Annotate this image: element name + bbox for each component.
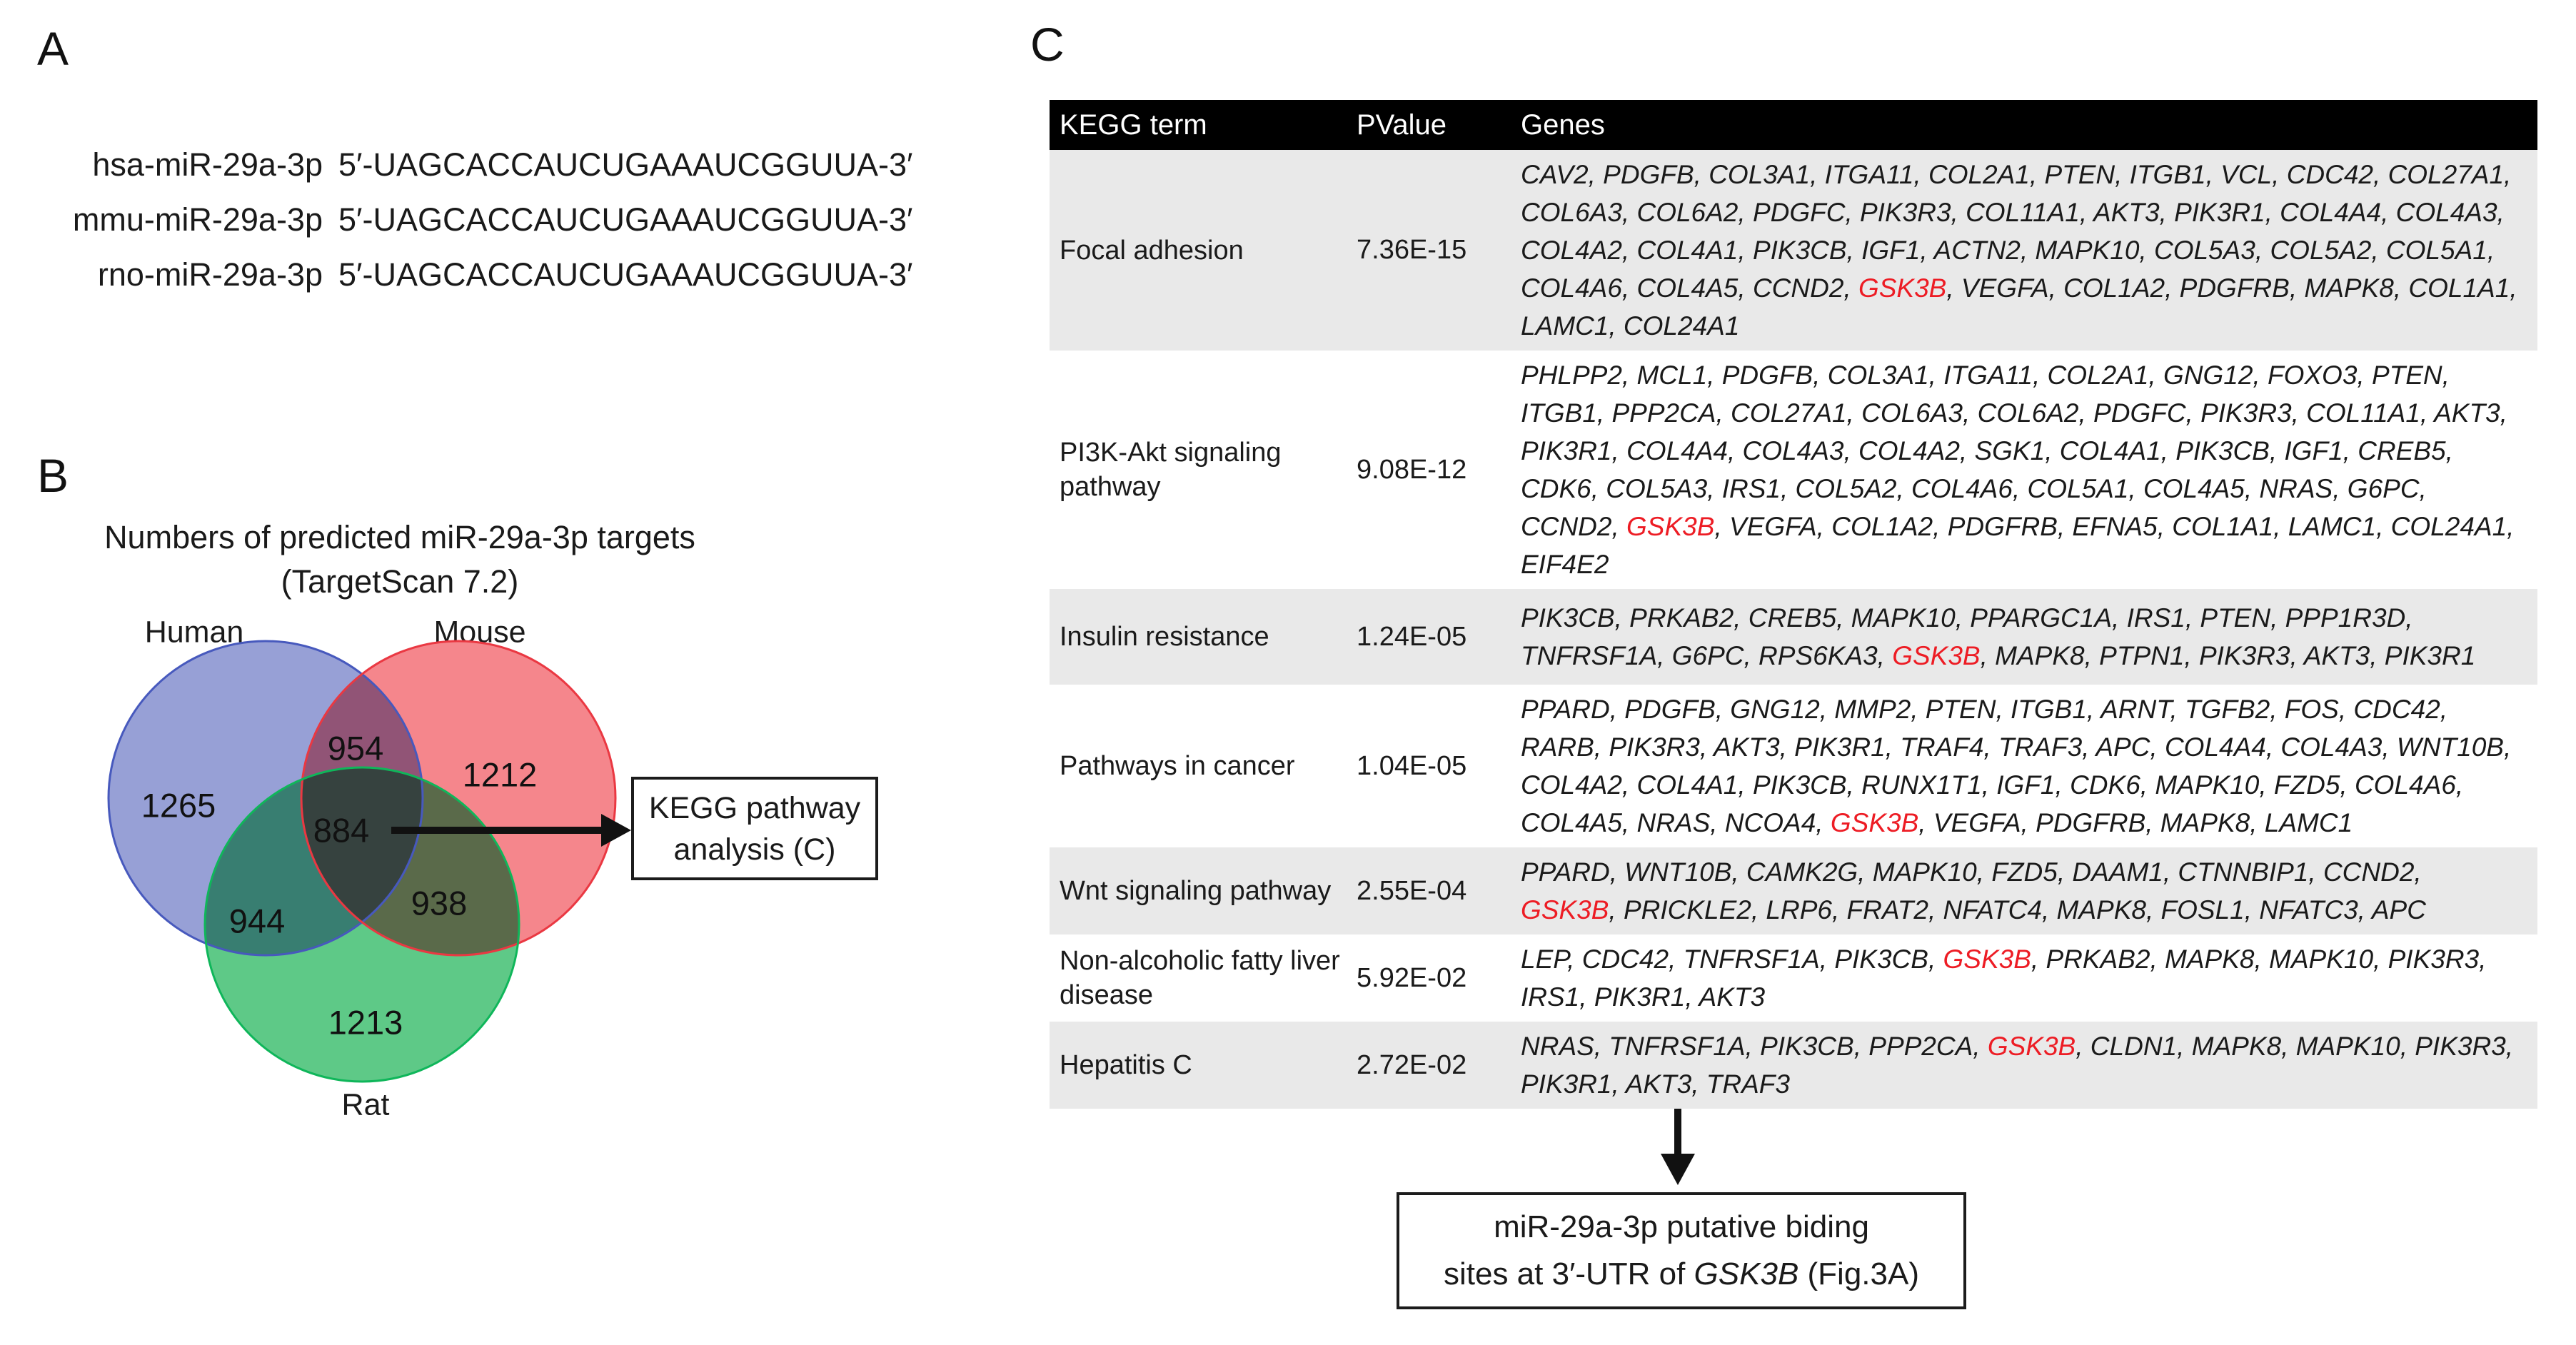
venn-count-human-rat: 944 [228,902,286,940]
kegg-table-row: Hepatitis C 2.72E-02 NRAS, TNFRSF1A, PIK3C… [1050,1022,2537,1109]
header-genes: Genes [1521,109,1605,141]
pvalue-cell: 7.36E-15 [1357,235,1467,265]
panel-b-label: B [37,449,69,502]
kegg-term-cell: Insulin resistance [1060,622,1269,652]
kegg-term-cell: Non-alcoholic fatty liver disease [1060,946,1340,1010]
venn-count-rat-only: 1213 [328,1003,403,1042]
venn-set-label-human: Human [144,615,244,650]
panel-c-label: C [1030,18,1065,71]
pvalue-cell: 9.08E-12 [1357,454,1467,485]
pvalue-cell: 1.04E-05 [1357,750,1467,781]
table-to-box-arrowhead-icon [1661,1154,1695,1185]
conclusion-line2-post: (Fig.3A) [1798,1256,1919,1291]
mirna-name: rno-miR-29a-3p [97,256,323,293]
panel-a-label: A [37,22,69,75]
highlighted-gene: GSK3B [1987,1032,2076,1061]
venn-set-label-rat: Rat [341,1087,390,1122]
genes-cell: CAV2, PDGFB, COL3A1, ITGA11, COL2A1, PTE… [1521,160,2517,341]
mirna-row: rno-miR-29a-3p 5′-UAGCACCAUCUGAAAUCGGUUA-… [43,256,913,293]
conclusion-box: miR-29a-3p putative biding sites at 3′-U… [1397,1192,1966,1309]
genes-cell: NRAS, TNFRSF1A, PIK3CB, PPP2CA, GSK3B, C… [1521,1032,2514,1099]
highlighted-gene: GSK3B [1521,895,1609,925]
venn-count-human-mouse: 954 [327,729,384,767]
highlighted-gene: GSK3B [1892,641,1981,670]
kegg-table-header: KEGG term PValue Genes [1050,100,2537,150]
kegg-callout-line2: analysis (C) [673,832,836,867]
conclusion-line2-pre: sites at 3′-UTR of [1443,1256,1694,1291]
venn-title-line1: Numbers of predicted miR-29a-3p targets [104,519,695,555]
venn-count-mouse-rat: 938 [411,884,468,922]
kegg-callout-box: KEGG pathway analysis (C) [631,777,878,880]
conclusion-line2: sites at 3′-UTR of GSK3B (Fig.3A) [1444,1251,1919,1298]
genes-cell: PHLPP2, MCL1, PDGFB, COL3A1, ITGA11, COL… [1521,361,2515,579]
venn-circle-human-outline [107,640,424,957]
highlighted-gene: GSK3B [1830,808,1919,837]
kegg-table-row: Wnt signaling pathway 2.55E-04 PPARD, WNT1… [1050,847,2537,935]
kegg-table-row: Focal adhesion 7.36E-15 CAV2, PDGFB, COL3A… [1050,150,2537,351]
kegg-term-cell: Focal adhesion [1060,235,1244,266]
header-kegg-term: KEGG term [1060,109,1207,141]
kegg-term-cell: Pathways in cancer [1060,751,1295,781]
venn-count-all-three: 884 [313,811,370,850]
venn-title: Numbers of predicted miR-29a-3p targets … [86,515,714,604]
venn-circle-rat [205,767,519,1082]
kegg-term-cell: Hepatitis C [1060,1050,1192,1080]
kegg-term-cell: Wnt signaling pathway [1060,876,1332,906]
genes-cell: LEP, CDC42, TNFRSF1A, PIK3CB, GSK3B, PRK… [1521,944,2487,1012]
kegg-term-cell: PI3K-Akt signaling pathway [1060,438,1282,502]
pvalue-cell: 5.92E-02 [1357,962,1467,993]
mirna-sequence: 5′-UAGCACCAUCUGAAAUCGGUUA-3′ [338,146,913,183]
mirna-sequence: 5′-UAGCACCAUCUGAAAUCGGUUA-3′ [338,201,913,238]
venn-circle-mouse-outline [300,640,617,957]
highlighted-gene: GSK3B [1943,944,2031,974]
mirna-row: mmu-miR-29a-3p 5′-UAGCACCAUCUGAAAUCGGUUA-… [43,201,913,238]
genes-cell: PPARD, WNT10B, CAMK2G, MAPK10, FZD5, DAA… [1521,857,2426,925]
kegg-table-row: Non-alcoholic fatty liver disease 5.92E-0… [1050,935,2537,1022]
venn-count-mouse-only: 1212 [462,755,538,794]
mirna-row: hsa-miR-29a-3p 5′-UAGCACCAUCUGAAAUCGGUUA-… [43,146,913,183]
pvalue-cell: 2.55E-04 [1357,875,1467,906]
mirna-sequence: 5′-UAGCACCAUCUGAAAUCGGUUA-3′ [338,256,913,293]
mirna-name: mmu-miR-29a-3p [72,201,323,238]
venn-to-kegg-arrowhead-icon [601,814,631,847]
mirna-name: hsa-miR-29a-3p [92,146,323,183]
kegg-table-row: Pathways in cancer 1.04E-05 PPARD, PDGFB, … [1050,685,2537,847]
conclusion-line1: miR-29a-3p putative biding [1494,1209,1869,1244]
highlighted-gene: GSK3B [1626,512,1715,541]
pvalue-cell: 1.24E-05 [1357,621,1467,652]
header-pvalue: PValue [1357,109,1447,141]
kegg-callout-line1: KEGG pathway [648,790,861,825]
genes-cell: PIK3CB, PRKAB2, CREB5, MAPK10, PPARGC1A,… [1521,603,2476,670]
venn-circle-rat-outline [203,766,520,1083]
kegg-table-row: Insulin resistance 1.24E-05 PIK3CB, PRKAB2… [1050,589,2537,685]
pvalue-cell: 2.72E-02 [1357,1049,1467,1080]
conclusion-line2-gene: GSK3B [1694,1256,1799,1291]
venn-title-line2: (TargetScan 7.2) [281,563,519,600]
highlighted-gene: GSK3B [1858,273,1947,303]
kegg-table: KEGG term PValue Genes Focal adhesion 7.3… [1050,100,2537,1109]
venn-count-human-only: 1265 [141,786,216,825]
kegg-table-row: PI3K-Akt signaling pathway 9.08E-12 PHLPP2… [1050,351,2537,589]
genes-cell: PPARD, PDGFB, GNG12, MMP2, PTEN, ITGB1, … [1521,695,2512,837]
kegg-table-body: Focal adhesion 7.36E-15 CAV2, PDGFB, COL3A… [1050,150,2537,1109]
